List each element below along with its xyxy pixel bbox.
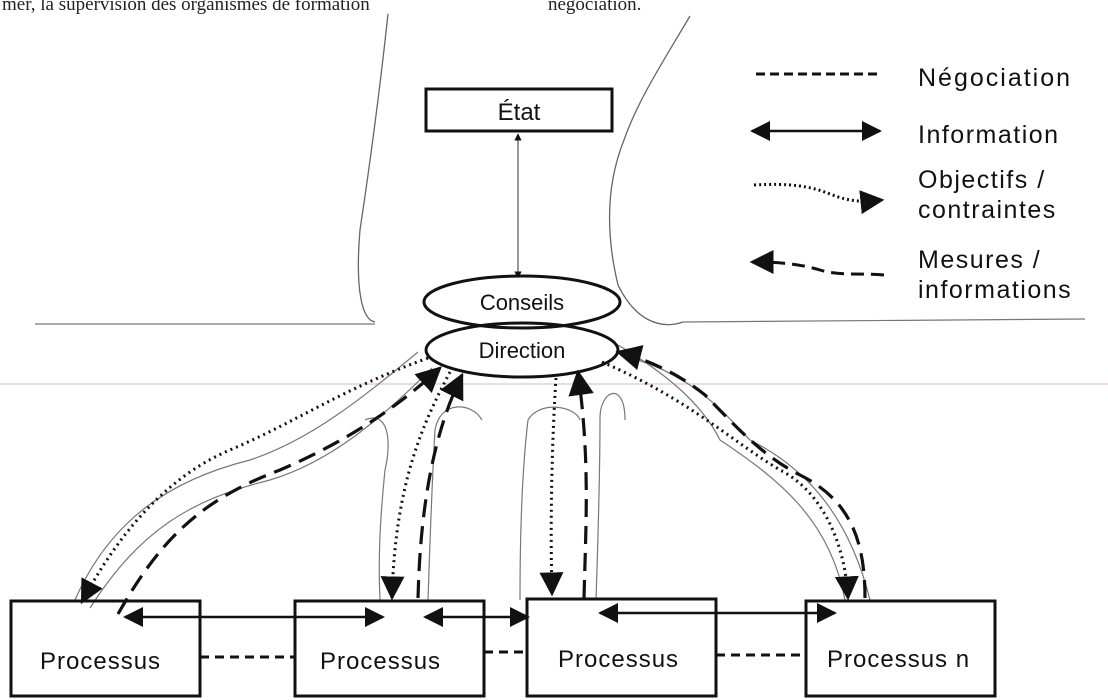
etat-label: État <box>498 99 541 126</box>
legend-information-label: Information <box>918 121 1060 149</box>
rule-line-right <box>683 319 1085 322</box>
conseils-node: Conseils <box>424 276 620 328</box>
measures-arrow-3 <box>578 372 586 598</box>
direction-label: Direction <box>479 338 566 363</box>
legend-objectives-label-line2: contraintes <box>918 196 1057 224</box>
processus-node-1: Processus <box>11 601 200 696</box>
objectives-arrows <box>82 358 848 602</box>
legend-negotiation-label: Négociation <box>918 64 1072 92</box>
processus-node-2: Processus <box>295 601 484 696</box>
legend-objectives-symbol <box>754 184 882 201</box>
processus-label-1: Processus <box>40 648 161 675</box>
objectives-arrow-3 <box>551 378 556 594</box>
legend-item-negotiation: Négociation <box>756 64 1072 92</box>
legend-measures-label-line2: informations <box>918 276 1072 304</box>
header-text-right: négociation. <box>548 0 641 15</box>
etat-node: État <box>426 89 612 131</box>
legend-item-objectives: Objectifs / contraintes <box>754 166 1057 224</box>
header-text-left: mer, la supervision des organismes de fo… <box>2 0 370 15</box>
processus-label-3: Processus <box>558 646 679 673</box>
measures-arrow-4 <box>618 352 865 598</box>
processus-node-4: Processus n <box>806 601 995 696</box>
legend-measures-symbol <box>752 262 884 275</box>
measures-arrow-2 <box>418 375 462 598</box>
legend-item-information: Information <box>752 121 1060 149</box>
legend-measures-label-line1: Mesures / <box>918 246 1041 274</box>
processus-label-4: Processus n <box>827 646 970 673</box>
direction-node: Direction <box>426 323 618 377</box>
measures-arrows <box>118 352 865 614</box>
legend-item-measures: Mesures / informations <box>752 246 1072 304</box>
info-links <box>125 613 835 617</box>
legend-objectives-label-line1: Objectifs / <box>918 166 1046 194</box>
legend: Négociation Information Objectifs / cont… <box>752 64 1072 304</box>
conseils-label: Conseils <box>480 290 564 315</box>
processus-label-2: Processus <box>320 648 441 675</box>
